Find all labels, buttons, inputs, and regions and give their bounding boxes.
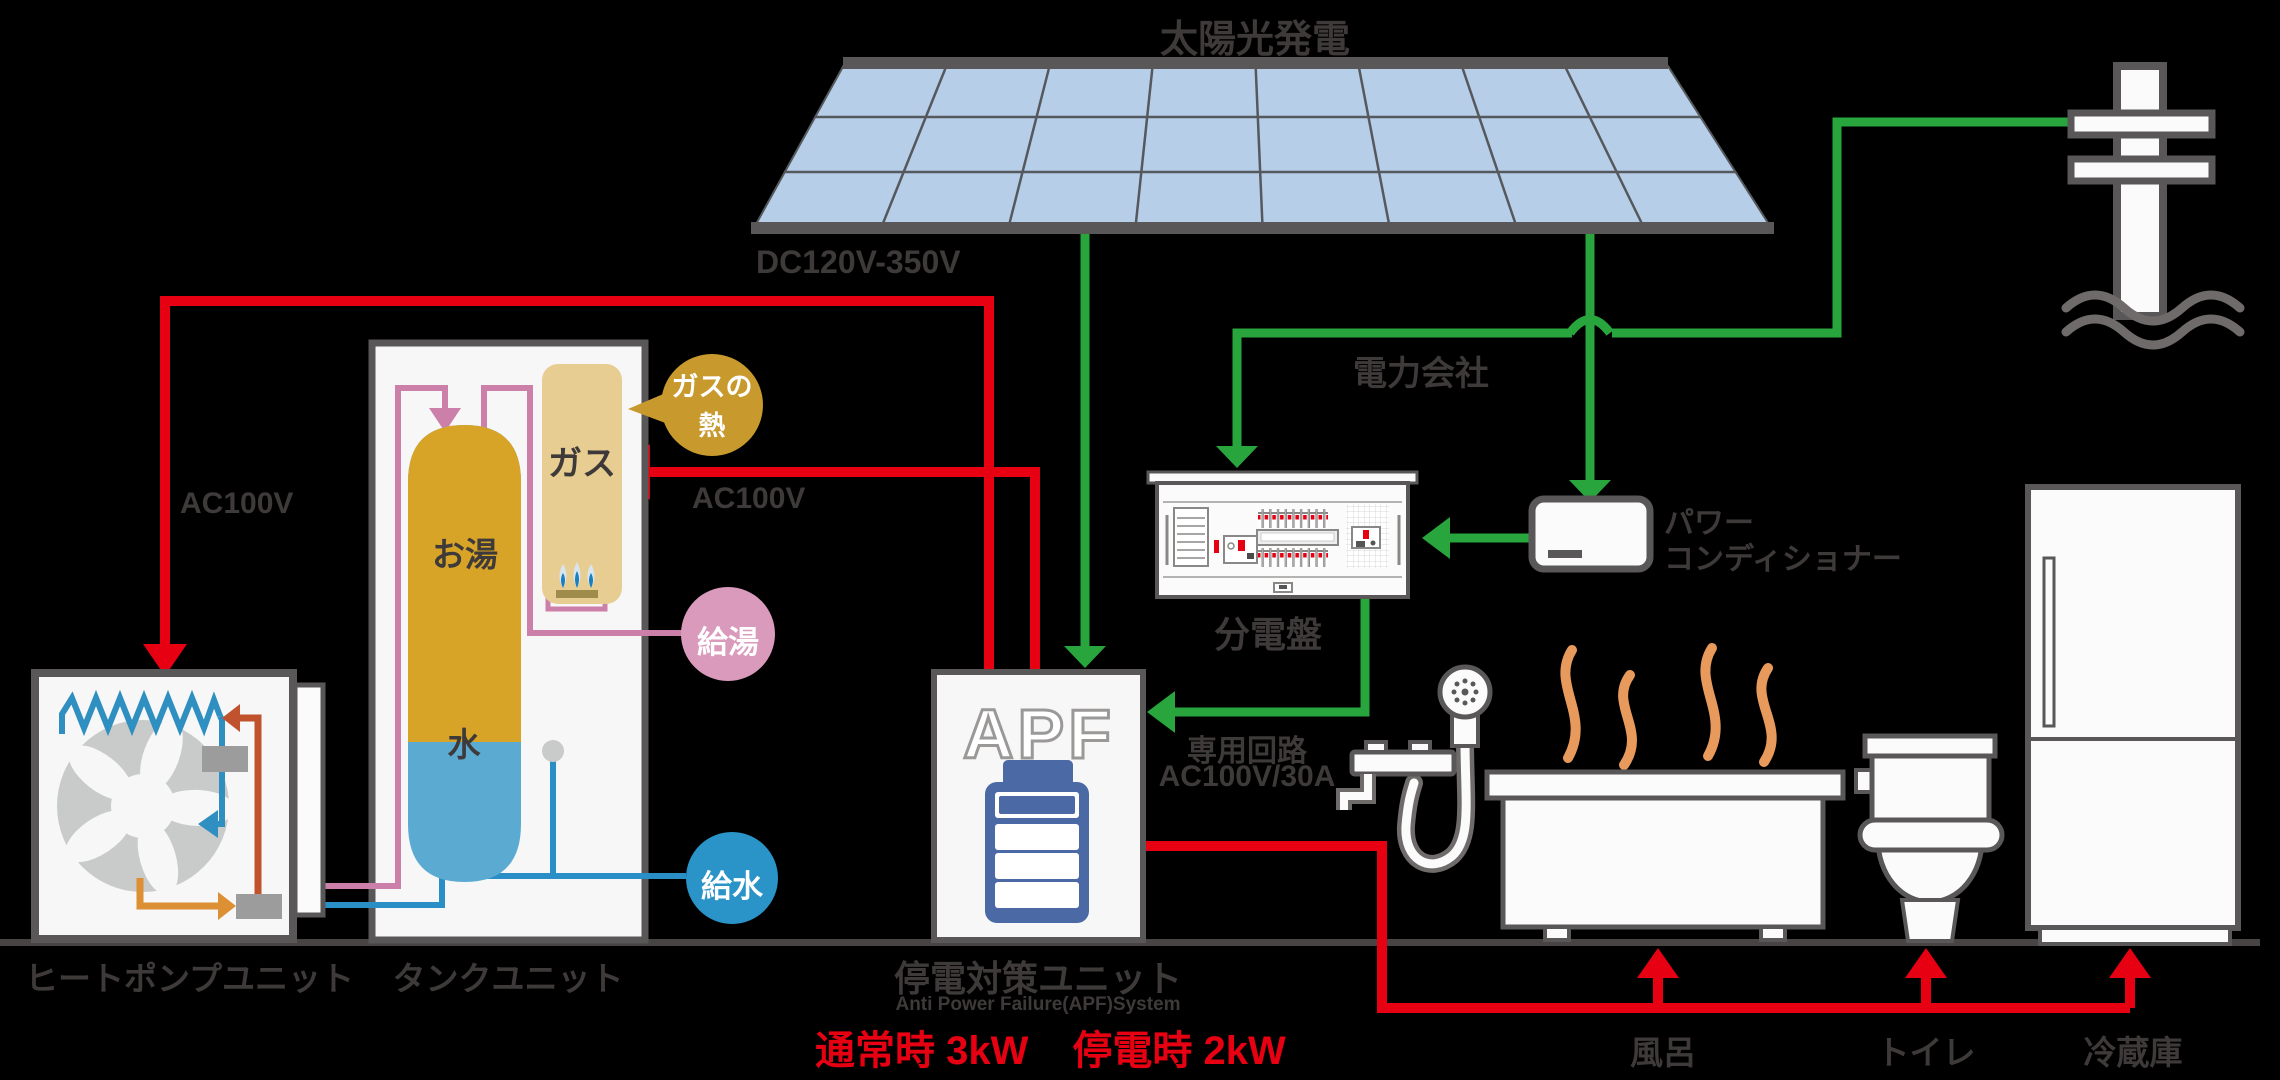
power-normal-label: 通常時 3kW	[815, 1029, 1029, 1073]
power-rating-note: 通常時 3kW 停電時 2kW	[815, 1018, 1286, 1076]
toilet-label: トイレ	[1876, 1034, 1976, 1071]
water-supply-circle	[686, 832, 778, 924]
ac100v-right-label: AC100V	[692, 482, 806, 515]
heat-pump-icon	[31, 669, 326, 943]
power-company-label: 電力会社	[1353, 355, 1489, 393]
hot-water-supply-label: 給湯	[697, 625, 759, 660]
apf-unit-label: 停電対策ユニット	[893, 958, 1182, 999]
dedicated-circuit-label-line1: 専用回路	[1187, 735, 1307, 768]
power-conditioner-label-line1: パワー	[1664, 507, 1754, 540]
burner-icon	[556, 562, 598, 598]
power-conditioner-label-line2: コンディショナー	[1664, 543, 1902, 576]
heat-pump-unit-label: ヒートポンプユニット	[25, 960, 355, 997]
dc-range-label: DC120V-350V	[756, 244, 961, 280]
tank-unit-label: タンクユニット	[392, 960, 624, 997]
water-supply-label: 給水	[701, 869, 763, 904]
hot-water-label: お湯	[432, 536, 498, 573]
apf-letters: APF	[962, 694, 1115, 775]
bath-label: 風呂	[1630, 1034, 1696, 1071]
ac100v-left-label: AC100V	[180, 487, 294, 520]
dedicated-circuit-label-line2: AC100V/30A	[1158, 760, 1336, 793]
shower-icon	[1336, 664, 1493, 873]
utility-pole-icon	[2061, 62, 2245, 350]
power-conditioner-icon	[1528, 495, 1654, 573]
water-label: 水	[447, 726, 481, 763]
fridge-label: 冷蔵庫	[2083, 1034, 2183, 1071]
solar-label: 太陽光発電	[1159, 19, 1350, 61]
hot-water-supply-circle	[681, 587, 775, 681]
apf-battery-icon	[985, 760, 1089, 923]
distribution-board-label: 分電盤	[1213, 614, 1322, 655]
red-power-lines	[160, 296, 2135, 1013]
solar-panel-icon	[751, 57, 1774, 234]
steam-icon	[1560, 643, 1777, 770]
gas-label: ガス	[548, 445, 616, 483]
green-power-lines	[1080, 117, 2075, 717]
gas-heat-balloon-icon	[628, 354, 763, 456]
toilet-icon	[1854, 733, 2005, 943]
gas-heat-label-line1: ガスの	[671, 372, 753, 402]
bathtub-icon	[1484, 643, 1846, 942]
tank-unit-icon	[290, 339, 686, 944]
apf-unit-icon	[931, 669, 1146, 943]
distribution-board-icon	[1146, 470, 1419, 599]
tank-icon	[408, 425, 521, 882]
gas-heat-label-line2: 熱	[698, 411, 726, 441]
fridge-icon	[2025, 484, 2241, 946]
fan-icon	[57, 719, 235, 895]
apf-unit-sub-label: Anti Power Failure(APF)System	[895, 994, 1181, 1015]
gas-column-icon	[542, 364, 622, 604]
power-outage-label: 停電時 2kW	[1072, 1029, 1286, 1073]
green-arrowheads	[1064, 446, 1611, 733]
heat-exchanger-coil-icon	[59, 689, 223, 737]
